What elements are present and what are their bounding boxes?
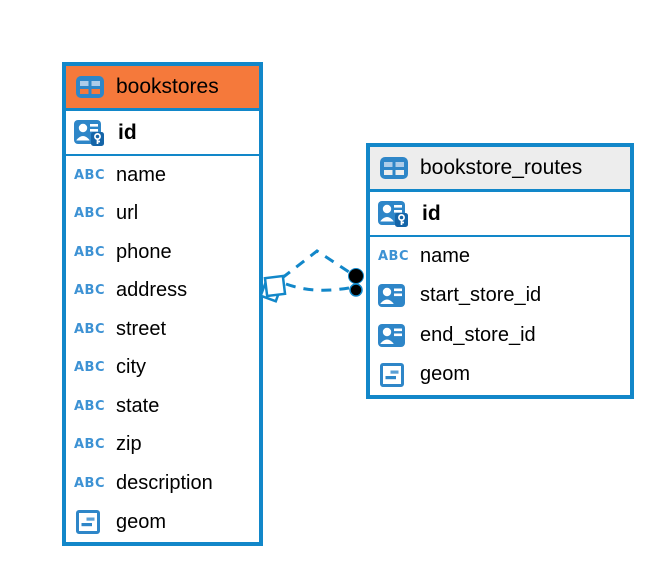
column-row[interactable]: ABC name (370, 237, 630, 276)
column-row[interactable]: ABC address (66, 272, 259, 311)
column-row[interactable]: ABC city (66, 349, 259, 388)
table-title: bookstore_routes (420, 156, 583, 179)
column-row-id[interactable]: id (66, 111, 259, 156)
column-name: geom (116, 510, 167, 533)
text-type-icon: ABC (74, 437, 106, 453)
column-row[interactable]: start_store_id (370, 276, 630, 315)
column-name: url (116, 202, 139, 225)
table-icon (380, 157, 408, 179)
column-name: end_store_id (420, 323, 536, 346)
column-row[interactable]: ABC url (66, 195, 259, 234)
column-list: ABC name start_store_id (370, 237, 630, 395)
text-type-icon: ABC (74, 360, 106, 376)
table-bookstore-routes[interactable]: bookstore_routes id ABC name (366, 143, 634, 399)
foreign-key-icon (378, 323, 414, 347)
text-type-icon: ABC (74, 283, 106, 299)
table-bookstores[interactable]: bookstores id ABC name (62, 62, 263, 546)
column-row[interactable]: ABC zip (66, 426, 259, 465)
column-name: name (420, 245, 471, 268)
geometry-type-icon (378, 362, 414, 387)
foreign-key-icon (378, 284, 414, 308)
column-name: state (116, 394, 160, 417)
column-name: start_store_id (420, 284, 542, 307)
text-type-icon: ABC (74, 167, 106, 183)
primary-key-icon (74, 119, 110, 147)
table-header-bookstore-routes[interactable]: bookstore_routes (370, 147, 630, 192)
column-name: description (116, 471, 213, 494)
column-row[interactable]: ABC name (66, 156, 259, 195)
column-name: zip (116, 433, 142, 456)
text-type-icon: ABC (74, 206, 106, 222)
text-type-icon: ABC (74, 321, 106, 337)
column-list: ABC name ABC url ABC phone ABC address A… (66, 156, 259, 542)
column-row[interactable]: ABC description (66, 464, 259, 503)
column-name: street (116, 317, 167, 340)
relationship-line[interactable] (281, 249, 353, 280)
geometry-type-icon (74, 510, 110, 535)
column-row[interactable]: geom (66, 503, 259, 543)
column-row[interactable]: end_store_id (370, 316, 630, 355)
relationship-endpoint-dot[interactable] (349, 283, 363, 297)
text-type-icon: ABC (378, 249, 410, 265)
column-row[interactable]: ABC phone (66, 233, 259, 272)
primary-key-icon (378, 200, 414, 228)
pk-column-name: id (118, 120, 137, 144)
column-name: address (116, 279, 188, 302)
column-name: city (116, 356, 146, 379)
relationship-line[interactable] (285, 282, 350, 292)
pk-column-name: id (422, 201, 441, 225)
text-type-icon: ABC (74, 475, 106, 491)
column-row[interactable]: geom (370, 355, 630, 395)
column-name: phone (116, 240, 172, 263)
text-type-icon: ABC (74, 244, 106, 260)
text-type-icon: ABC (74, 398, 106, 414)
column-name: geom (420, 363, 471, 386)
column-row-id[interactable]: id (370, 192, 630, 237)
column-row[interactable]: ABC street (66, 310, 259, 349)
relationship-diamond-marker[interactable] (259, 274, 287, 303)
column-row[interactable]: ABC state (66, 387, 259, 426)
column-name: name (116, 163, 167, 186)
table-title: bookstores (116, 75, 219, 98)
table-icon (76, 76, 104, 98)
table-header-bookstores[interactable]: bookstores (66, 66, 259, 111)
relationship-endpoint-dot[interactable] (348, 268, 364, 284)
